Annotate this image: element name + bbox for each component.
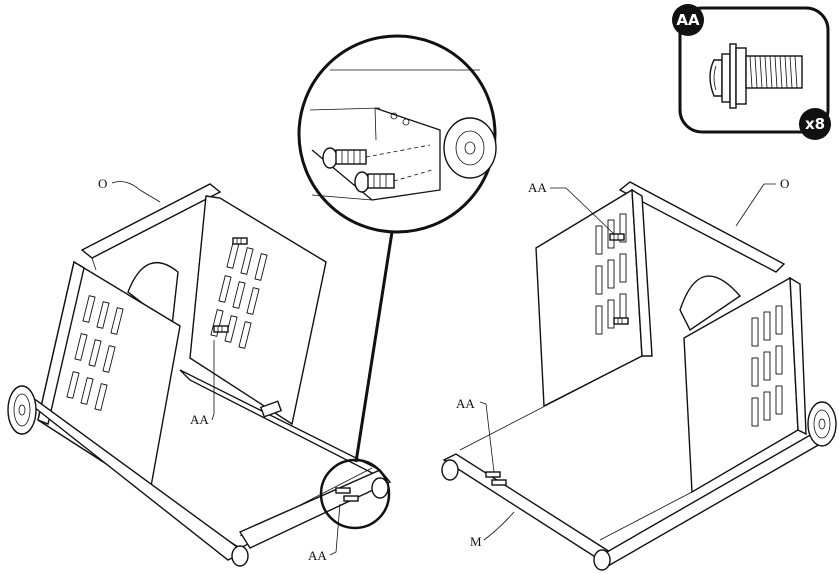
hardware-quantity: x8: [805, 115, 825, 133]
left-leader-aa-lower: [330, 504, 340, 555]
left-foot: [232, 546, 248, 566]
right-leader-aa-lower: [480, 402, 494, 472]
left-wheel: [8, 386, 36, 434]
right-label-m: M: [470, 534, 482, 549]
right-label-o: O: [780, 176, 789, 191]
left-leader-o: [112, 182, 160, 202]
right-front-panel-vents: [752, 306, 782, 426]
right-assembly-view: AA O AA M: [442, 176, 836, 570]
right-foot-left: [442, 460, 458, 480]
hardware-code: AA: [676, 11, 700, 29]
hardware-callout-box: AA x8: [672, 4, 831, 140]
right-back-panel-vents: [596, 214, 626, 334]
right-label-aa-lower: AA: [456, 396, 475, 411]
left-rail-side: [240, 470, 390, 548]
detail-end-cap: [444, 118, 496, 178]
right-leader-m: [484, 512, 514, 540]
right-rail-front: [444, 454, 610, 560]
left-assembly-view: O AA AA: [8, 176, 390, 566]
right-foot-center: [594, 550, 610, 570]
right-label-aa-upper: AA: [528, 180, 547, 195]
left-label-o: O: [98, 176, 107, 191]
right-wheel: [808, 402, 836, 446]
left-bolt-mid: [214, 326, 228, 332]
left-bolt-upper: [233, 238, 247, 244]
left-label-aa-lower: AA: [308, 548, 327, 563]
left-label-aa-upper: AA: [190, 412, 209, 427]
right-bolt-mid: [614, 318, 628, 324]
right-bolt-upper: [610, 234, 624, 240]
right-leader-o: [736, 184, 776, 226]
